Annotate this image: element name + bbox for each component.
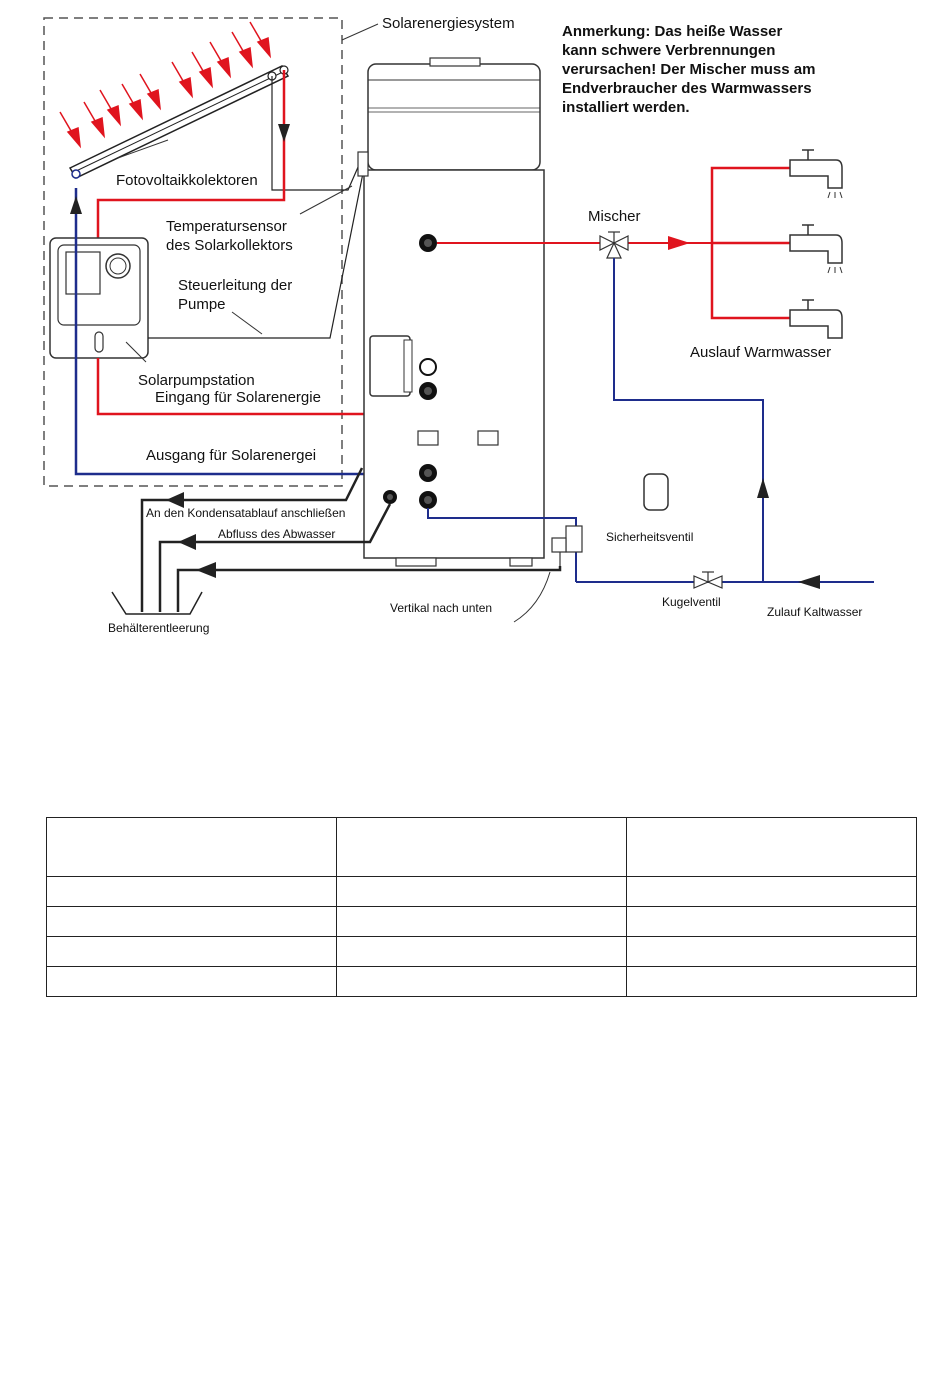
pv-collectors-label: Fotovoltaikkolektoren (116, 172, 258, 189)
safety-valve (551, 525, 583, 566)
collector-flow-arrow (278, 124, 290, 142)
condensate-drain-line (140, 467, 364, 612)
temp-sensor-label-2: des Solarkollektors (166, 237, 293, 254)
table-cell (336, 817, 627, 877)
table-cell (46, 966, 337, 997)
table-row (46, 966, 917, 997)
expansion-vessel (643, 473, 669, 511)
waste-arrow (178, 534, 196, 550)
tank-drain-arrow (196, 562, 216, 578)
table-cell (336, 906, 627, 937)
pv-label-leader (117, 139, 169, 159)
pump-control-wire (148, 167, 365, 339)
table-header-row (46, 817, 917, 877)
table-cell (336, 876, 627, 907)
temp-sensor-label-1: Temperatursensor (166, 218, 287, 235)
sun-ray-arrows (59, 21, 272, 149)
solar-inlet-label: Eingang für Solarenergie (155, 389, 321, 406)
pv-collector-panel (68, 65, 290, 179)
control-line-leader (231, 311, 263, 335)
table-cell (626, 876, 917, 907)
ball-valve (693, 571, 723, 589)
water-drops (827, 191, 843, 274)
solar-pump-station (49, 237, 149, 359)
cold-inlet-label: Zulauf Kaltwasser (767, 605, 862, 619)
table-cell (626, 817, 917, 877)
note-line-4: Endverbraucher des Warmwassers (562, 80, 812, 97)
solar-system-boundary (43, 17, 343, 487)
control-line-label-2: Pumpe (178, 296, 226, 313)
ball-valve-label: Kugelventil (662, 595, 721, 609)
table-cell (46, 906, 337, 937)
solar-water-heater-diagram: Solarenergiesystem Anmerkung: Das heiße … (43, 15, 874, 635)
table-row (46, 936, 917, 967)
hot-water-taps (789, 149, 843, 339)
temp-sensor-leader (299, 185, 353, 215)
condensate-label: An den Kondensatablauf anschließen (146, 506, 345, 520)
waste-drain-label: Abfluss des Abwasser (218, 527, 335, 541)
mixer-label: Mischer (588, 208, 641, 225)
note-line-3: verursachen! Der Mischer muss am (562, 61, 815, 78)
table-cell (626, 966, 917, 997)
cold-inlet-arrow (798, 575, 820, 589)
note-line-1: Anmerkung: Das heiße Wasser (562, 23, 783, 40)
control-line-label-1: Steuerleitung der (178, 277, 292, 294)
tank-drain-label: Behälterentleerung (108, 621, 209, 635)
cold-up-arrow (757, 478, 769, 498)
safety-valve-label: Sicherheitsventil (606, 530, 693, 544)
table-cell (46, 817, 337, 877)
table-cell (336, 966, 627, 997)
solar-system-label: Solarenergiesystem (382, 15, 515, 32)
note-line-2: kann schwere Verbrennungen (562, 42, 775, 59)
tank-drain-line (176, 566, 562, 612)
solar-outlet-label: Ausgang für Solarenergei (146, 447, 316, 464)
pump-station-leader (125, 341, 147, 363)
collector-cold-pipe (74, 188, 428, 476)
solar-system-leader (341, 23, 379, 41)
table-cell (626, 906, 917, 937)
table-cell (336, 936, 627, 967)
table-row (46, 906, 917, 937)
waste-drain-line (158, 503, 392, 612)
spec-table (46, 817, 917, 997)
table-cell (626, 936, 917, 967)
drain-basin (111, 591, 203, 615)
table-cell (46, 876, 337, 907)
water-heater-tank (357, 57, 545, 567)
table-cell (46, 936, 337, 967)
note-line-5: installiert werden. (562, 99, 690, 116)
tank-connectors (383, 234, 437, 509)
sensor-wire (271, 76, 363, 191)
hot-flow-arrow (668, 236, 690, 250)
table-row (46, 876, 917, 907)
pump-station-label: Solarpumpstation (138, 372, 255, 389)
condensate-arrow (166, 492, 184, 508)
vertical-down-label: Vertikal nach unten (390, 601, 492, 615)
collector-up-arrow (70, 196, 82, 214)
mixer-valve (599, 231, 629, 259)
hot-outlet-label: Auslauf Warmwasser (690, 344, 831, 361)
vertical-down-leader (513, 571, 551, 623)
